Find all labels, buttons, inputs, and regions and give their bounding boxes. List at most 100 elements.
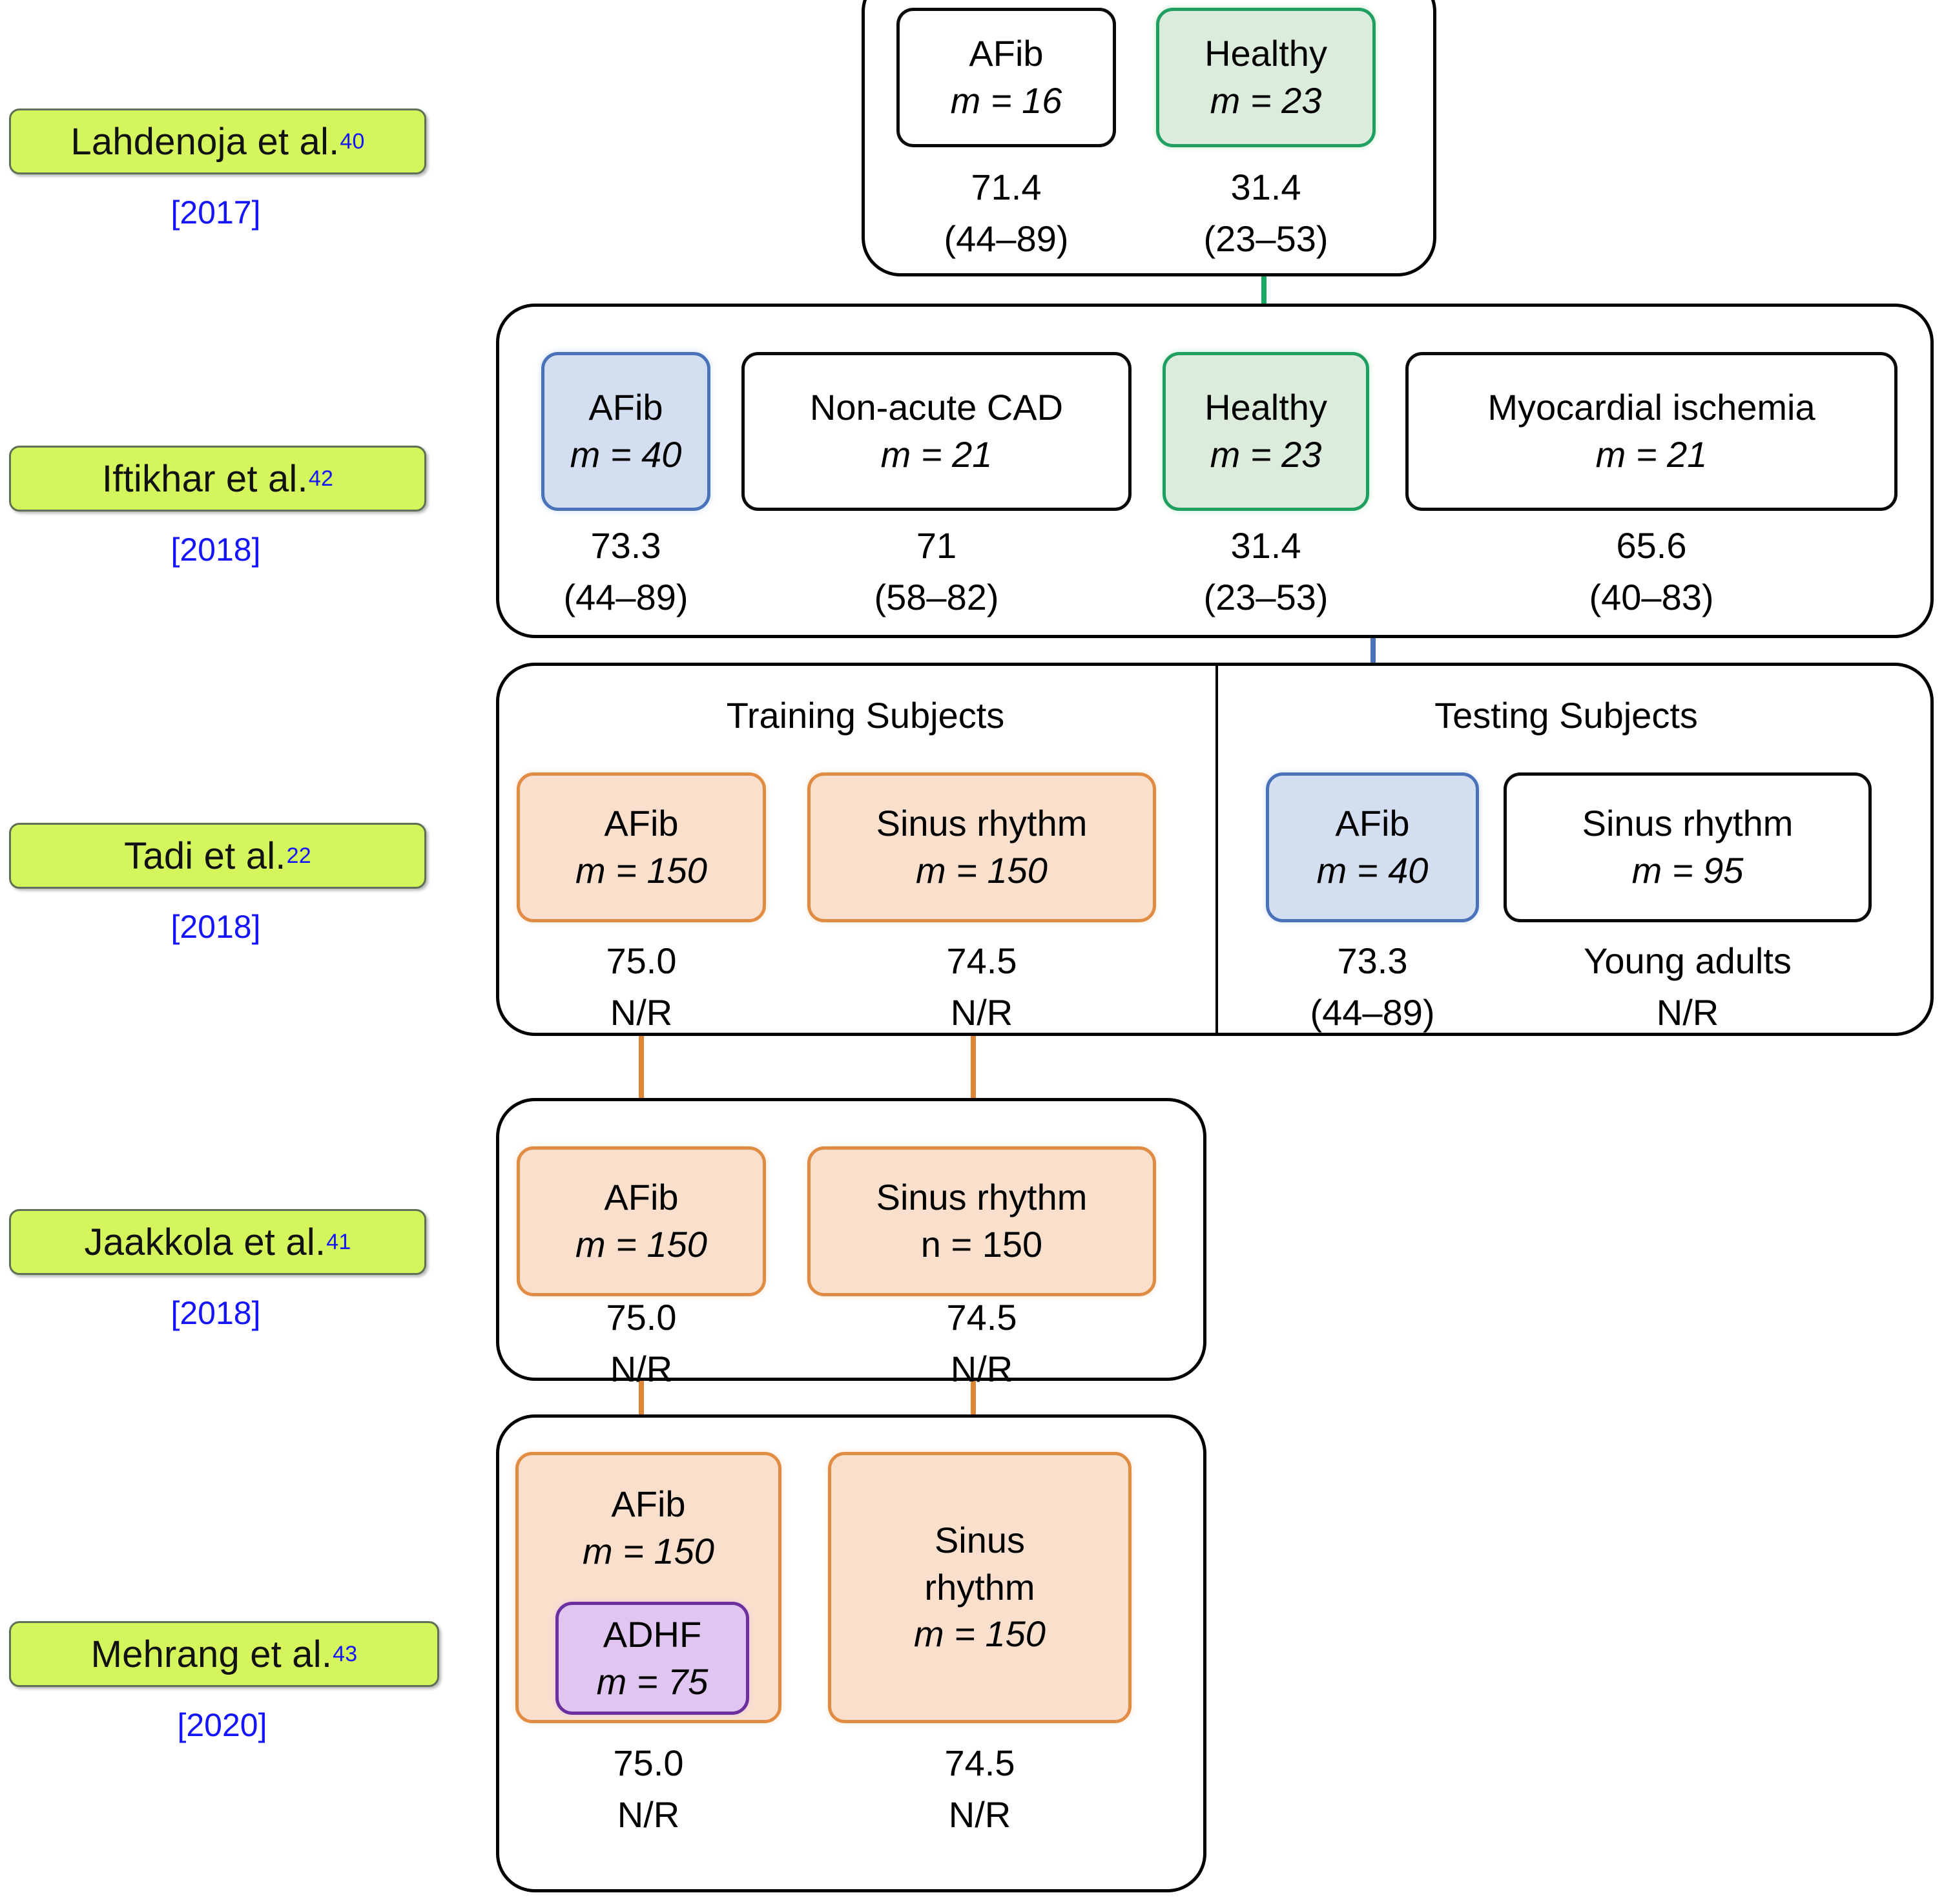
age-range: (44–89): [1310, 991, 1435, 1033]
cohort-stats-sinus-rhythm-mehrang: 74.5 N/R: [828, 1737, 1132, 1840]
cohort-stats-afib-iftikhar: 73.3 (44–89): [541, 520, 710, 623]
age-range: (44–89): [563, 576, 688, 617]
cohort-count: m = 150: [583, 1530, 714, 1571]
age-mean: Young adults: [1584, 940, 1792, 981]
cohort-name: Sinus rhythm: [876, 803, 1088, 844]
cohort-stats-afib-jaakkola: 75.0 N/R: [517, 1292, 766, 1394]
cohort-stats-myocardial-ischemia-iftikhar: 65.6 (40–83): [1405, 520, 1897, 623]
cohort-stats-sinus-rhythm-tadi-testing: Young adults N/R: [1504, 935, 1872, 1038]
age-mean: 73.3: [590, 525, 661, 566]
study-year-iftikhar: [2018]: [171, 532, 261, 568]
age-range: N/R: [1656, 991, 1719, 1033]
cohort-name: AFib: [1335, 803, 1410, 844]
cohort-box-healthy-iftikhar[interactable]: Healthy m = 23: [1163, 352, 1369, 511]
cohort-count: m = 150: [914, 1613, 1046, 1655]
age-range: (40–83): [1589, 576, 1714, 617]
study-author: Iftikhar et al.: [101, 457, 308, 500]
panel-tadi-group-divider: [1215, 666, 1218, 1033]
age-range: N/R: [950, 1348, 1013, 1389]
age-mean: 74.5: [946, 940, 1017, 981]
cohort-box-myocardial-ischemia-iftikhar[interactable]: Myocardial ischemia m = 21: [1405, 352, 1897, 511]
age-range: N/R: [610, 991, 673, 1033]
study-author: Mehrang et al.: [90, 1633, 333, 1675]
study-author: Tadi et al.: [124, 834, 286, 877]
cohort-stats-afib-tadi-training: 75.0 N/R: [517, 935, 766, 1038]
cohort-count: m = 75: [596, 1661, 708, 1702]
cohort-name: ADHF: [603, 1613, 702, 1655]
cohort-count: m = 150: [575, 850, 707, 891]
study-label-jaakkola[interactable]: Jaakkola et al.41: [9, 1209, 426, 1275]
age-mean: 74.5: [946, 1297, 1017, 1338]
cohort-name: AFib: [611, 1484, 686, 1524]
cohort-count: m = 40: [1316, 850, 1429, 891]
study-label-mehrang[interactable]: Mehrang et al.43: [9, 1621, 439, 1687]
cohort-count: m = 150: [575, 1224, 707, 1265]
cohort-name: AFib: [604, 1177, 679, 1218]
cohort-stats-afib-tadi-testing: 73.3 (44–89): [1266, 935, 1479, 1038]
study-author: Lahdenoja et al.: [70, 120, 340, 163]
cohort-box-sinus-rhythm-jaakkola[interactable]: Sinus rhythm n = 150: [807, 1146, 1156, 1296]
cohort-box-afib-jaakkola[interactable]: AFib m = 150: [517, 1146, 766, 1296]
age-mean: 75.0: [606, 1297, 677, 1338]
cohort-stats-afib-lahdenoja: 71.4 (44–89): [896, 161, 1116, 264]
cohort-box-sinus-rhythm-tadi-testing[interactable]: Sinus rhythm m = 95: [1504, 772, 1872, 922]
cohort-count: m = 21: [880, 434, 993, 475]
cohort-name: Sinus rhythm: [1582, 803, 1794, 844]
cohort-stats-afib-mehrang: 75.0 N/R: [515, 1737, 781, 1840]
cohort-box-afib-iftikhar[interactable]: AFib m = 40: [541, 352, 710, 511]
cohort-name: AFib: [604, 803, 679, 844]
age-mean: 74.5: [944, 1743, 1015, 1783]
study-year-mehrang: [2020]: [177, 1707, 267, 1743]
study-label-lahdenoja[interactable]: Lahdenoja et al.40: [9, 109, 426, 174]
cohort-box-non-acute-cad-iftikhar[interactable]: Non-acute CAD m = 21: [741, 352, 1132, 511]
age-range: (44–89): [944, 218, 1069, 259]
group-title-testing-subjects: Testing Subjects: [1434, 695, 1698, 736]
cohort-box-healthy-lahdenoja[interactable]: Healthy m = 23: [1156, 8, 1376, 147]
group-title-training-subjects: Training Subjects: [726, 695, 1005, 736]
age-mean: 75.0: [613, 1743, 684, 1783]
study-year-tadi: [2018]: [171, 909, 261, 945]
cohort-count: m = 23: [1210, 434, 1322, 475]
cohort-count: n = 150: [920, 1224, 1043, 1265]
cohort-name: Sinus rhythm: [876, 1177, 1088, 1218]
cohort-stats-healthy-iftikhar: 31.4 (23–53): [1163, 520, 1369, 623]
cohort-stats-non-acute-cad-iftikhar: 71 (58–82): [741, 520, 1132, 623]
cohort-name: AFib: [588, 387, 663, 428]
cohort-count: m = 40: [570, 434, 682, 475]
cohort-box-sinus-rhythm-mehrang[interactable]: Sinus rhythm m = 150: [828, 1452, 1132, 1723]
age-range: N/R: [948, 1794, 1011, 1835]
age-mean: 75.0: [606, 940, 677, 981]
age-mean: 65.6: [1616, 525, 1687, 566]
age-range: N/R: [617, 1794, 680, 1835]
age-range: N/R: [950, 991, 1013, 1033]
age-range: (23–53): [1203, 218, 1329, 259]
age-mean: 31.4: [1230, 167, 1301, 207]
cohort-count: m = 23: [1210, 80, 1322, 121]
age-mean: 71.4: [971, 167, 1042, 207]
age-mean: 73.3: [1337, 940, 1408, 981]
cohort-name: Myocardial ischemia: [1487, 387, 1815, 428]
age-mean: 71: [916, 525, 957, 566]
cohort-box-afib-lahdenoja[interactable]: AFib m = 16: [896, 8, 1116, 147]
cohort-box-adhf-mehrang[interactable]: ADHF m = 75: [555, 1602, 749, 1715]
cohort-box-afib-tadi-training[interactable]: AFib m = 150: [517, 772, 766, 922]
age-mean: 31.4: [1230, 525, 1301, 566]
study-label-tadi[interactable]: Tadi et al.22: [9, 823, 426, 889]
study-label-iftikhar[interactable]: Iftikhar et al.42: [9, 446, 426, 512]
cohort-box-sinus-rhythm-tadi-training[interactable]: Sinus rhythm m = 150: [807, 772, 1156, 922]
cohort-stats-sinus-rhythm-tadi-training: 74.5 N/R: [807, 935, 1156, 1038]
study-year-lahdenoja: [2017]: [171, 194, 261, 231]
age-range: (23–53): [1203, 576, 1329, 617]
cohort-stats-healthy-lahdenoja: 31.4 (23–53): [1156, 161, 1376, 264]
cohort-stats-sinus-rhythm-jaakkola: 74.5 N/R: [807, 1292, 1156, 1394]
age-range: (58–82): [874, 576, 999, 617]
cohort-name-line2: rhythm: [924, 1566, 1035, 1608]
cohort-box-afib-tadi-testing[interactable]: AFib m = 40: [1266, 772, 1479, 922]
cohort-count: m = 16: [950, 80, 1062, 121]
cohort-name: Non-acute CAD: [809, 387, 1064, 428]
cohort-count: m = 150: [916, 850, 1048, 891]
study-year-jaakkola: [2018]: [171, 1295, 261, 1331]
cohort-name: Healthy: [1205, 387, 1327, 428]
cohort-name: AFib: [969, 33, 1044, 74]
